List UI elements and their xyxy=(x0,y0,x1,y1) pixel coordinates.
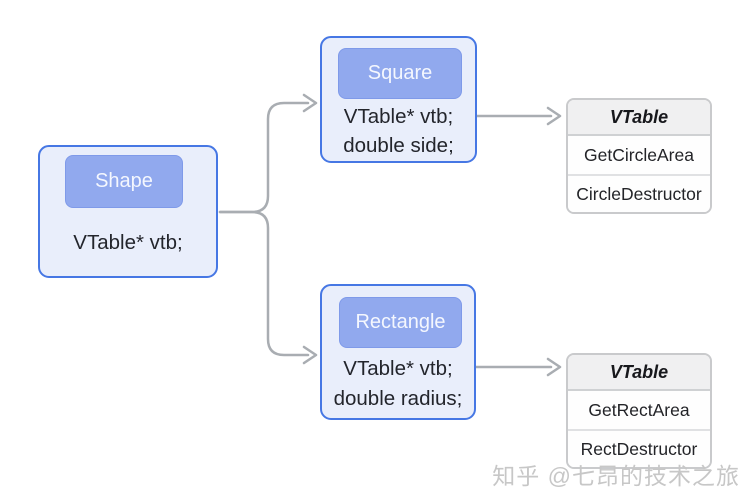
vtable-title: VTable xyxy=(609,361,669,382)
class-fields-rectangle: VTable* vtb; double radius; xyxy=(322,354,474,414)
arrowhead-icon xyxy=(546,357,562,377)
arrowhead-icon xyxy=(546,106,562,126)
class-fields-square: VTable* vtb; double side; xyxy=(322,102,475,160)
field-line: VTable* vtb; xyxy=(343,357,453,380)
class-title-shape-label: Shape xyxy=(95,170,153,192)
vtable-row: GetRectArea xyxy=(568,391,710,429)
field-line: double side; xyxy=(343,134,454,157)
class-box-shape: Shape VTable* vtb; xyxy=(38,145,218,278)
vtable-square: VTable GetCircleArea CircleDestructor xyxy=(566,98,712,214)
arrowhead-icon xyxy=(302,345,318,365)
class-title-square: Square xyxy=(338,48,462,99)
arrowhead-icon xyxy=(302,93,318,113)
field-line: VTable* vtb; xyxy=(343,105,454,128)
vtable-square-header: VTable xyxy=(568,100,710,136)
vtable-row: RectDestructor xyxy=(568,429,710,467)
class-fields-shape: VTable* vtb; xyxy=(40,228,216,257)
vtable-row: CircleDestructor xyxy=(568,174,710,212)
class-title-rectangle: Rectangle xyxy=(339,297,462,348)
class-box-square: Square VTable* vtb; double side; xyxy=(320,36,477,163)
watermark: 知乎 @七昂的技术之旅 xyxy=(492,463,740,489)
field-line: double radius; xyxy=(333,387,463,410)
vtable-row: GetCircleArea xyxy=(568,136,710,174)
class-box-rectangle: Rectangle VTable* vtb; double radius; xyxy=(320,284,476,420)
connector-shape-to-square xyxy=(218,93,318,214)
class-title-shape: Shape xyxy=(65,155,183,208)
connector-shape-to-rectangle xyxy=(218,210,318,365)
field-line: VTable* vtb; xyxy=(73,231,183,254)
vtable-rectangle-header: VTable xyxy=(568,355,710,391)
class-title-rectangle-label: Rectangle xyxy=(355,311,446,333)
vtable-title: VTable xyxy=(609,106,669,127)
class-title-square-label: Square xyxy=(367,62,433,84)
vtable-rectangle: VTable GetRectArea RectDestructor xyxy=(566,353,712,469)
